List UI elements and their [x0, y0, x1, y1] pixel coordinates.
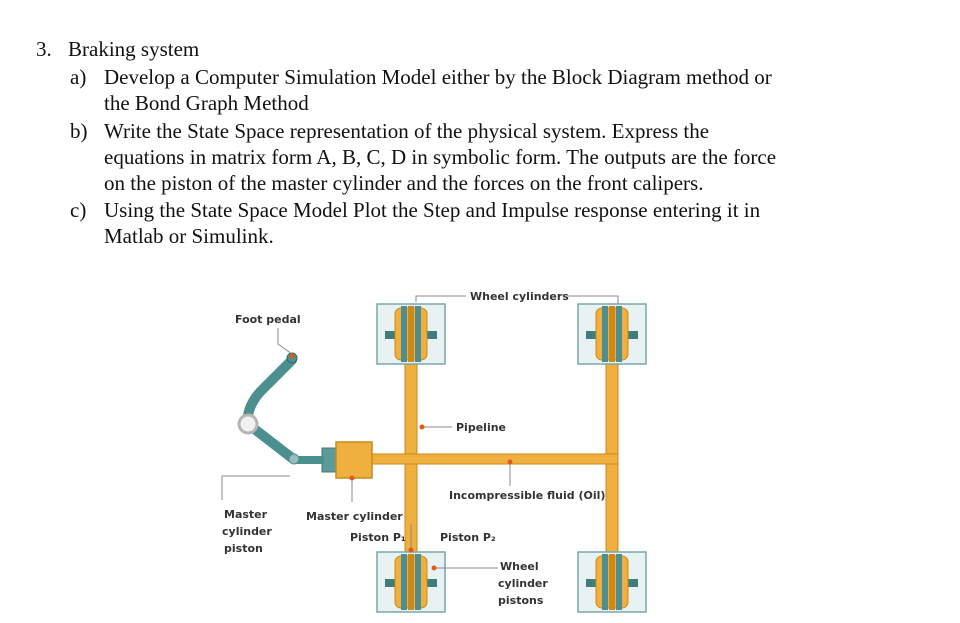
label-master-cylinder-piston-line1: Master	[224, 508, 268, 521]
pedal-joint	[288, 453, 300, 465]
label-pipeline: Pipeline	[456, 421, 506, 434]
caliper-rear-left	[376, 551, 446, 613]
part-text: Write the State Space representation of …	[104, 118, 904, 196]
braking-system-diagram: Wheel cylinders Foot pedal Pipeline Inco…	[221, 290, 647, 613]
horizontal-pipe	[369, 453, 619, 465]
leader-markers	[289, 353, 513, 571]
label-wheel-cylinder-pistons-line3: pistons	[498, 594, 544, 607]
text-line: on the piston of the master cylinder and…	[104, 171, 704, 195]
label-wheel-cylinders: Wheel cylinders	[470, 290, 569, 303]
push-rod	[296, 456, 324, 464]
part-text: Develop a Computer Simulation Model eith…	[104, 64, 904, 116]
label-wheel-cylinder-pistons-line1: Wheel	[500, 560, 539, 573]
leader-lines	[221, 295, 619, 569]
question-title: Braking system	[68, 37, 200, 61]
text-line: the Bond Graph Method	[104, 91, 309, 115]
question-heading: 3. Braking system	[36, 36, 199, 62]
master-cylinder-piston	[321, 447, 337, 473]
master-cylinder-body	[335, 441, 373, 479]
label-foot-pedal: Foot pedal	[235, 313, 301, 326]
text-line: Using the State Space Model Plot the Ste…	[104, 198, 761, 222]
label-piston-p1: Piston P₁	[350, 531, 406, 544]
caliper-rear-right	[577, 551, 647, 613]
text-line: Develop a Computer Simulation Model eith…	[104, 65, 772, 89]
foot-pedal	[237, 352, 300, 465]
text-line: equations in matrix form A, B, C, D in s…	[104, 145, 777, 169]
pedal-pivot	[237, 413, 259, 435]
caliper-front-right	[577, 303, 647, 365]
label-wheel-cylinder-pistons-line2: cylinder	[498, 577, 548, 590]
caliper-front-left	[376, 303, 446, 365]
label-master-cylinder-piston-line2: cylinder	[222, 525, 272, 538]
label-master-cylinder: Master cylinder	[306, 510, 403, 523]
part-letter: c)	[70, 198, 87, 222]
master-cylinder	[296, 441, 373, 479]
text-line: Write the State Space representation of …	[104, 119, 710, 143]
part-text: Using the State Space Model Plot the Ste…	[104, 197, 904, 249]
label-incompressible-fluid: Incompressible fluid (Oil)	[449, 489, 605, 502]
part-letter: a)	[70, 65, 87, 89]
text-line: Matlab or Simulink.	[104, 224, 274, 248]
label-piston-p2: Piston P₂	[440, 531, 496, 544]
part-letter: b)	[70, 119, 88, 143]
label-master-cylinder-piston-line3: piston	[224, 542, 263, 555]
question-number: 3.	[36, 37, 52, 61]
